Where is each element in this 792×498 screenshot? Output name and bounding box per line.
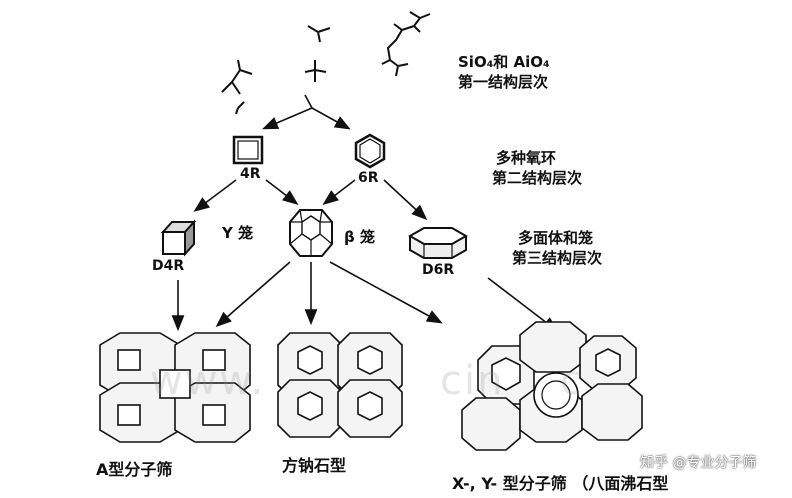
sodalite-caption: 方钠石型 [282, 456, 347, 475]
level-1-line1: SiO₄和 AiO₄ [458, 53, 550, 71]
a-type-zeolite-framework [99, 332, 251, 443]
arrows-level2 [193, 179, 428, 221]
d6r-prism-icon [407, 227, 469, 259]
zhihu-credit: 知乎 @专业分子筛 [640, 455, 757, 471]
level-2-line2: 第二结构层次 [492, 169, 583, 187]
six-ring-label: 6R [358, 170, 379, 186]
d4r-cube-icon [160, 219, 197, 257]
six-ring-icon [354, 133, 386, 169]
tetrahedron-1 [221, 59, 253, 95]
faujasite-framework [461, 321, 643, 451]
watermark-text-3: c [560, 358, 584, 404]
level-3-line2: 第三结构层次 [512, 249, 603, 267]
level-1-line2: 第一结构层次 [458, 73, 549, 91]
four-ring-icon [232, 135, 264, 165]
d4r-label: D4R [152, 258, 185, 274]
tetrahedron-2 [307, 25, 331, 43]
d6r-label: D6R [422, 262, 455, 278]
gamma-cage-label: Y 笼 [222, 224, 254, 242]
faujasite-caption: X-, Y- 型分子筛 （八面沸石型 [452, 474, 669, 493]
arrows-level3 [171, 261, 559, 332]
beta-cage-icon [289, 209, 333, 257]
tetrahedron-4 [235, 101, 245, 115]
level-3-label: 多面体和笼 第三结构层次 [512, 228, 602, 268]
tetrahedron-3 [304, 60, 327, 82]
sodalite-framework [277, 332, 403, 438]
tetrahedron-chain [381, 11, 431, 77]
arrows-level1 [262, 94, 351, 130]
tetrahedra-group [221, 11, 431, 115]
watermark-text: www. [150, 358, 266, 404]
beta-cage-label: β 笼 [344, 228, 375, 246]
watermark-text-2: cin [440, 358, 505, 404]
level-2-line1: 多种氧环 [496, 149, 557, 167]
level-2-label: 多种氧环 第二结构层次 [492, 148, 582, 188]
four-ring-label: 4R [240, 166, 261, 182]
level-3-line1: 多面体和笼 [518, 229, 594, 247]
level-1-label: SiO₄和 AiO₄ 第一结构层次 [458, 52, 550, 92]
a-type-zeolite-caption: A型分子筛 [96, 460, 173, 479]
